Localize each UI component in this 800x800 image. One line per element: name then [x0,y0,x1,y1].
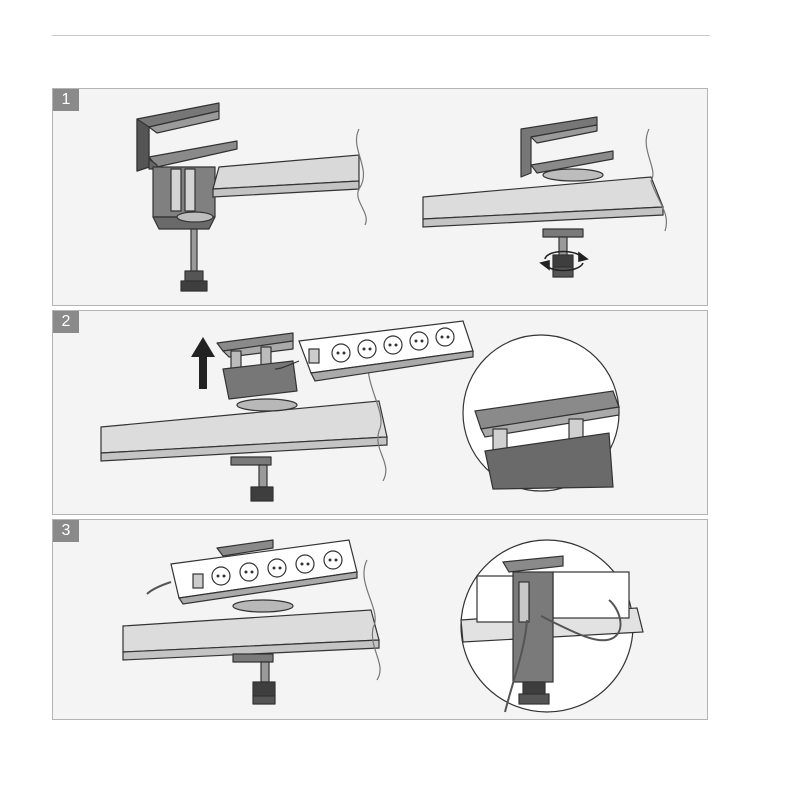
clamp-icon [520,116,614,278]
cable-icon [504,599,622,713]
clamp-icon [216,539,294,705]
rotate-arrow-icon [539,250,589,272]
desk-board-icon [122,559,381,681]
desk-board-icon [422,128,667,232]
step-2-panel: 2 [52,310,708,515]
step-3-illustration [122,539,644,713]
power-strip-icon [170,539,358,605]
top-divider [52,35,710,36]
up-arrow-icon [191,337,215,389]
magnifier-detail-icon [462,334,620,492]
step-3-badge: 3 [53,520,79,542]
step-1-badge: 1 [53,89,79,111]
magnifier-detail-icon [460,539,644,713]
step-1-illustration [136,102,667,292]
clamp-icon [136,102,238,292]
step-2-illustration [100,320,620,502]
desk-board-icon [212,128,367,226]
step-1-panel: 1 [52,88,708,306]
clamp-icon [216,332,298,502]
step-3-panel: 3 [52,519,708,720]
step-2-badge: 2 [53,311,79,333]
power-strip-icon [274,320,474,382]
cable-icon [146,581,172,595]
desk-board-icon [100,350,388,482]
